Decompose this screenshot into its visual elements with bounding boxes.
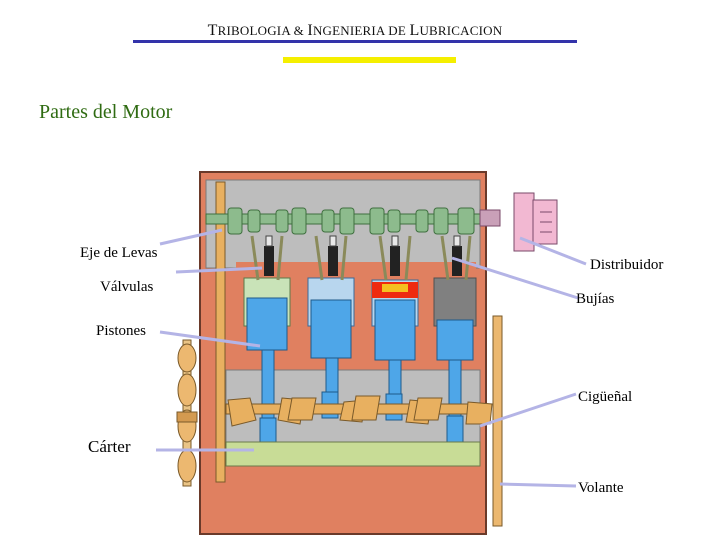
label-volante: Volante bbox=[578, 480, 624, 496]
header-word-5: LUBRICACION bbox=[409, 22, 503, 39]
header-title: TRIBOLOGIA & INGENIERIA DE LUBRICACION bbox=[133, 22, 577, 40]
distributor bbox=[479, 192, 558, 252]
label-valvulas: Válvulas bbox=[100, 279, 154, 295]
pistons bbox=[246, 297, 474, 361]
label-carter: Cárter bbox=[88, 437, 131, 456]
valves bbox=[250, 235, 472, 281]
header-rule-blue bbox=[133, 40, 577, 43]
crankshaft bbox=[225, 395, 493, 427]
fan bbox=[176, 339, 198, 487]
slide-title: Partes del Motor bbox=[39, 101, 173, 123]
label-bujias: Bujías bbox=[576, 291, 615, 307]
label-ciguenal: Cigüeñal bbox=[578, 389, 633, 405]
label-pistones: Pistones bbox=[96, 323, 147, 339]
header-word-4: DE bbox=[388, 23, 406, 38]
carter-pan bbox=[225, 441, 481, 467]
leader-lines bbox=[156, 228, 587, 488]
header-rule-yellow bbox=[283, 57, 456, 63]
header-word-2: & bbox=[293, 23, 304, 38]
timing-belt bbox=[215, 181, 226, 483]
header-word-1: TRIBOLOGIA bbox=[207, 22, 291, 39]
header-word-3: INGENIERIA bbox=[307, 22, 385, 39]
combustion-band bbox=[236, 262, 476, 284]
cam-lobes bbox=[227, 207, 475, 235]
label-distribuidor: Distribuidor bbox=[590, 257, 664, 273]
label-eje-de-levas: Eje de Levas bbox=[80, 245, 158, 261]
